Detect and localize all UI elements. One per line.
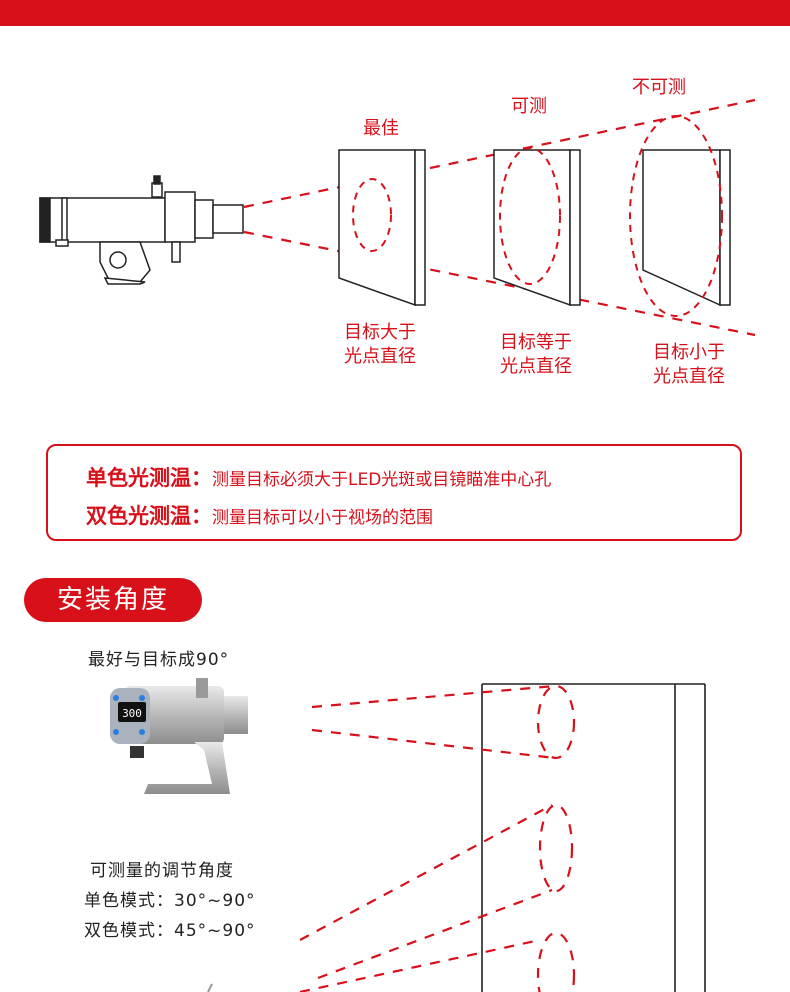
adjust-angle-title: 可测量的调节角度 (90, 861, 234, 881)
distance-label-unmeasurable: 不可测 (632, 77, 686, 98)
target-unmeasurable (629, 115, 731, 317)
target-caption-smaller: 目标小于 光点直径 (653, 341, 725, 389)
display-reading: 300 (122, 707, 142, 720)
target-caption-equal: 目标等于 光点直径 (500, 331, 572, 379)
measurement-notice-box: 单色光测温：测量目标必须大于LED光斑或目镜瞄准中心孔 双色光测温：测量目标可以… (46, 444, 742, 541)
notice-title: 单色光测温： (86, 466, 212, 490)
angle-beams (299, 684, 576, 992)
caption-line: 目标小于 (653, 342, 725, 363)
notice-title: 双色光测温： (86, 504, 212, 528)
dual-mode-angle: 双色模式：45°~90° (84, 921, 256, 941)
target-measurable (493, 147, 581, 307)
notice-row-dual: 双色光测温：测量目标可以小于视场的范围 (86, 500, 433, 530)
best-angle-caption: 最好与目标成90° (88, 650, 230, 670)
caption-line: 目标大于 (344, 322, 416, 343)
mono-mode-angle: 单色模式：30°~90° (84, 891, 256, 911)
notice-text: 测量目标可以小于视场的范围 (212, 508, 433, 528)
product-edge-partial (207, 983, 213, 992)
caption-line: 光点直径 (344, 346, 416, 367)
caption-line: 光点直径 (500, 356, 572, 377)
spot-size-diagram (39, 98, 756, 337)
top-banner-bar (0, 0, 790, 26)
notice-row-mono: 单色光测温：测量目标必须大于LED光斑或目镜瞄准中心孔 (86, 462, 551, 492)
section-heading-install-angle: 安装角度 (24, 578, 202, 622)
notice-text: 测量目标必须大于LED光斑或目镜瞄准中心孔 (212, 470, 552, 490)
thermometer-product-photo: 300 (110, 678, 248, 794)
distance-label-measurable: 可测 (511, 96, 547, 117)
target-caption-larger: 目标大于 光点直径 (344, 321, 416, 369)
distance-label-best: 最佳 (363, 118, 399, 139)
install-angle-diagram (207, 683, 706, 992)
caption-line: 目标等于 (500, 332, 572, 353)
mounting-surface (481, 683, 706, 992)
target-best (338, 149, 426, 307)
thermometer-side-icon (39, 175, 244, 285)
caption-line: 光点直径 (653, 366, 725, 387)
